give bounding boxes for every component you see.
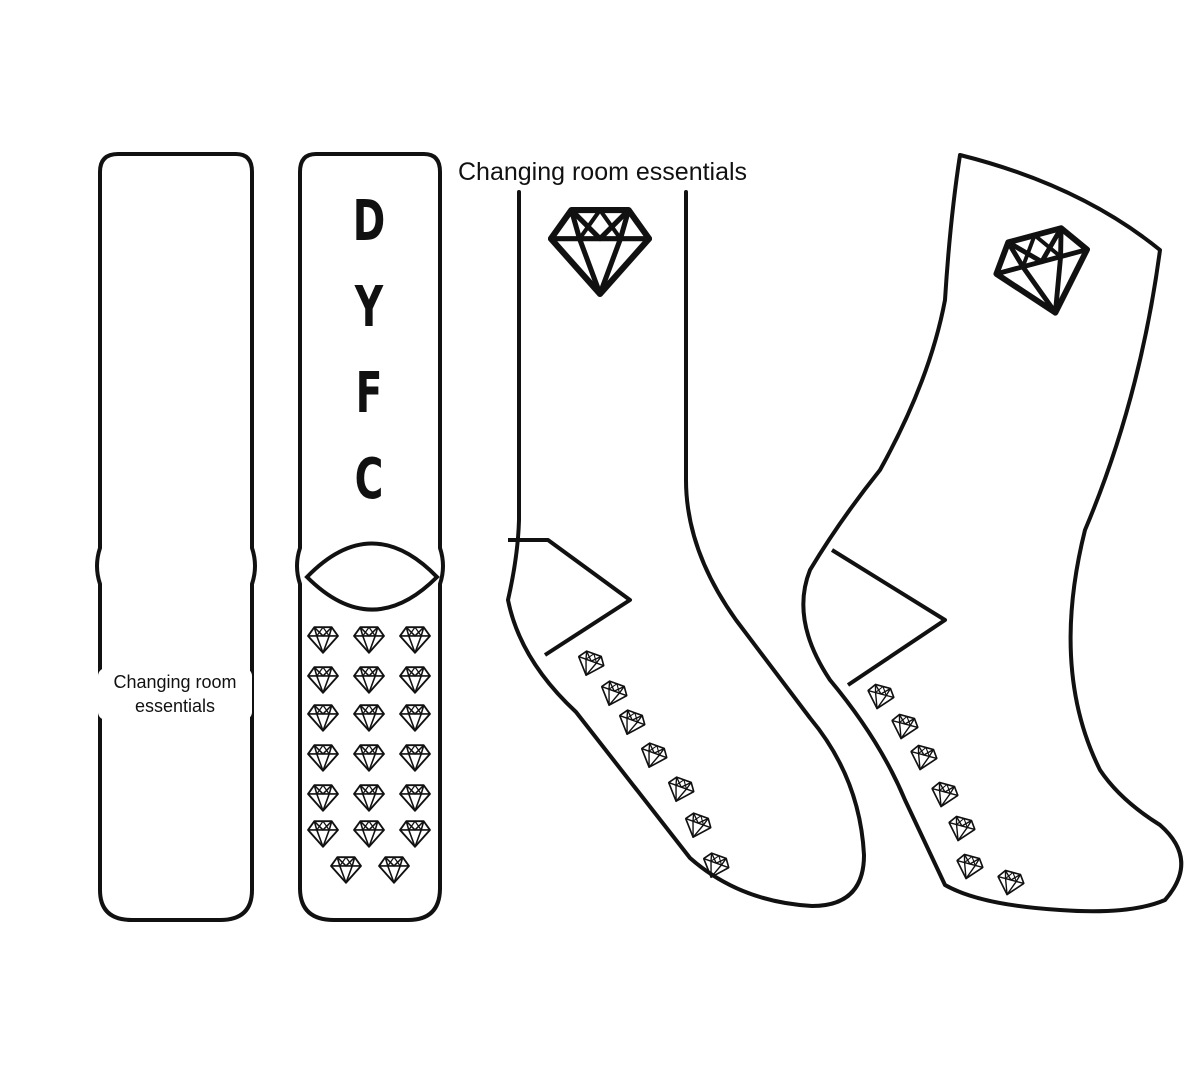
sock-side-profile-1: [506, 190, 866, 908]
sock-side-2-outline: [801, 153, 1184, 914]
heel-patch-2: [830, 548, 947, 687]
sock-plain-outline: [95, 152, 257, 922]
sock-dyfc-outline: [295, 152, 445, 922]
dyfc-letter: Y: [354, 275, 384, 340]
caption-top: Changing room essentials: [446, 156, 760, 189]
diamond-icon: [662, 774, 698, 807]
sock-plain-flat: [95, 152, 257, 922]
heel-oval: [304, 541, 440, 612]
heel-patch-1: [508, 538, 632, 657]
side-grip-diamonds-1: [572, 648, 733, 883]
diamond-icon: [572, 648, 608, 681]
diamond-icon: [679, 810, 715, 843]
diamond-icon: [613, 707, 649, 740]
sock-side-1-outline: [506, 190, 866, 908]
diamond-icon: [551, 210, 649, 294]
dyfc-letter: F: [356, 361, 383, 426]
dyfc-letter: D: [353, 189, 386, 254]
caption-side: Changing room essentials: [98, 668, 252, 720]
sock-side-profile-2: [801, 153, 1184, 914]
dyfc-letter: C: [355, 447, 384, 512]
diamond-icon: [635, 740, 671, 773]
diamond-icon: [595, 678, 631, 711]
